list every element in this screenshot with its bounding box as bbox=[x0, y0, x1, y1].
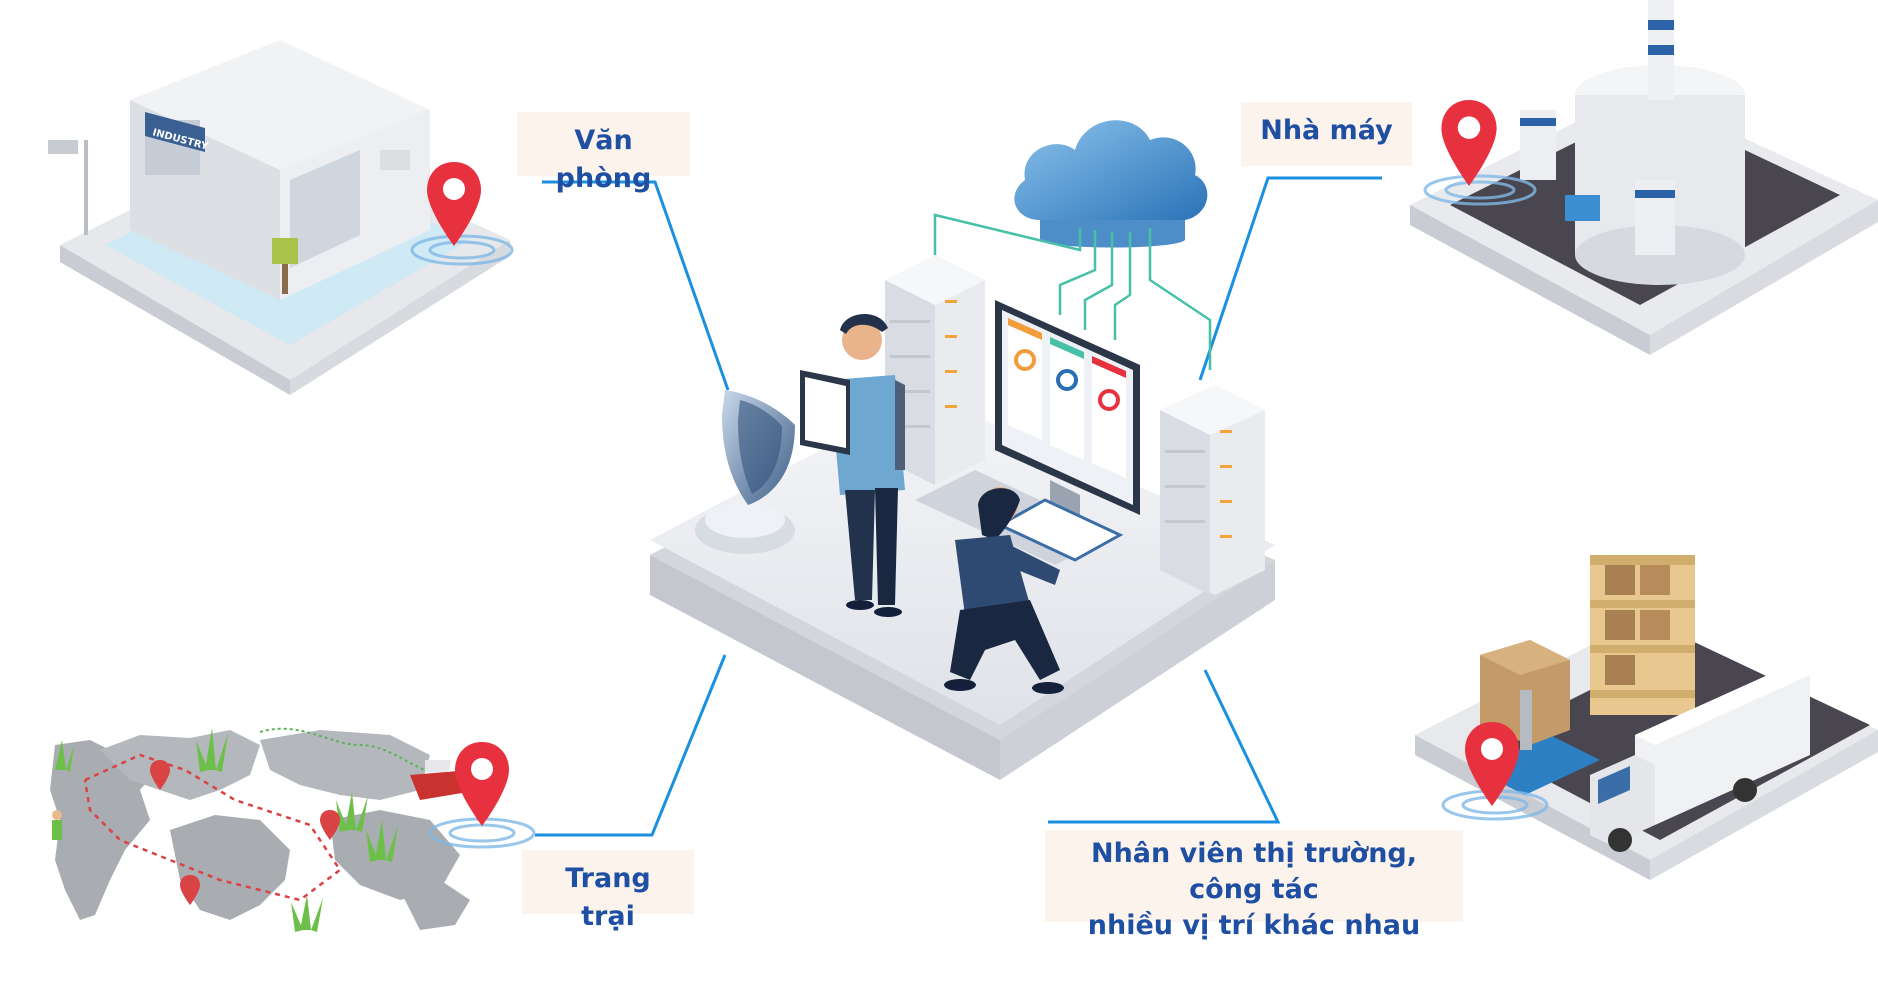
label-market-line1: Nhân viên thị trường, công tác bbox=[1090, 838, 1418, 905]
office-building: INDUSTRY bbox=[48, 40, 514, 395]
label-office: Văn phòng bbox=[517, 112, 690, 194]
connectors bbox=[535, 176, 1382, 837]
laptop bbox=[996, 498, 1124, 562]
server-icon bbox=[1160, 385, 1265, 595]
person-kneeling bbox=[944, 487, 1064, 694]
cloud-links bbox=[933, 213, 1212, 370]
person-standing bbox=[800, 313, 905, 617]
connector-farm bbox=[535, 654, 727, 837]
warehouse-truck bbox=[1415, 555, 1878, 880]
monitor-icon bbox=[995, 300, 1140, 520]
cloud-icon bbox=[1014, 120, 1208, 248]
label-market: Nhân viên thị trường, công tác nhiều vị … bbox=[1045, 830, 1463, 941]
connector-market bbox=[1048, 669, 1281, 824]
connector-office bbox=[542, 180, 730, 391]
label-factory: Nhà máy bbox=[1241, 102, 1412, 166]
factory-building bbox=[1410, 0, 1878, 355]
label-market-line2: nhiều vị trí khác nhau bbox=[1087, 910, 1421, 941]
world-map bbox=[50, 727, 536, 932]
label-farm: Trang trại bbox=[522, 850, 694, 932]
shield-icon bbox=[695, 390, 795, 554]
connector-factory bbox=[1198, 176, 1382, 381]
location-pin-icon bbox=[455, 742, 509, 826]
